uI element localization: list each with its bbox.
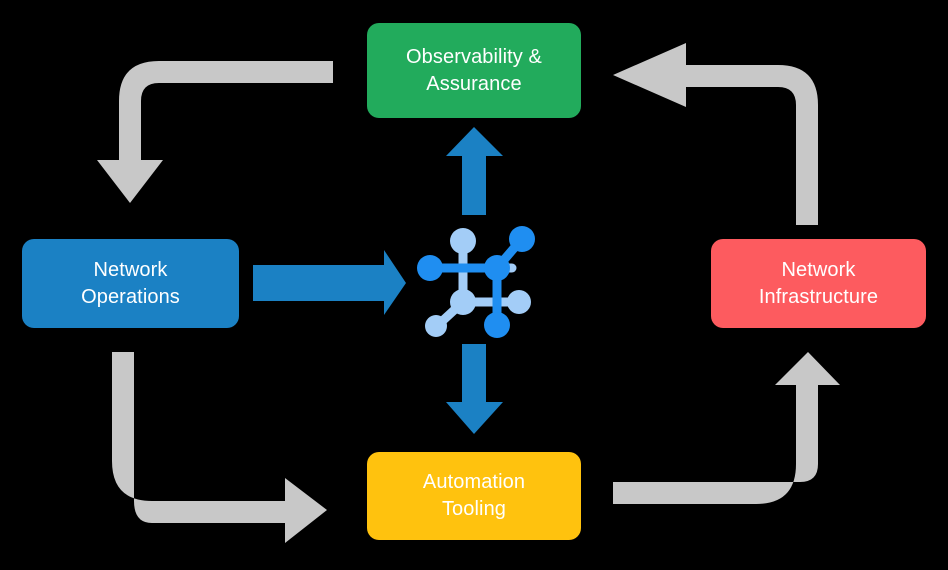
- blue-arrow-center-to-observability: [446, 127, 503, 215]
- node-observability-label-line2: Assurance: [426, 72, 522, 95]
- node-observability-label: Observability & Assurance: [406, 44, 542, 98]
- gray-arrow-operations-to-automation: [112, 352, 327, 543]
- node-observability-label-line1: Observability &: [406, 45, 542, 68]
- network-icon-primary-nodes: [417, 226, 535, 338]
- gray-arrow-observability-to-operations: [97, 61, 333, 203]
- node-automation-tooling-label-line2: Tooling: [441, 498, 507, 520]
- node-automation-tooling-label-line1: Automation: [422, 471, 526, 493]
- node-network-operations[interactable]: Network Operations: [22, 239, 239, 328]
- network-icon-secondary-nodes: [425, 228, 531, 337]
- node-network-infrastructure-label-line2: Infrastructure: [758, 285, 879, 308]
- network-icon-primary-edges: [426, 235, 526, 330]
- node-network-infrastructure-label: Network Infrastructure: [759, 257, 878, 311]
- node-network-infrastructure[interactable]: Network Infrastructure: [711, 239, 926, 328]
- node-automation-tooling[interactable]: Automation Tooling: [367, 452, 581, 540]
- node-automation-tooling-label: Automation Tooling: [423, 469, 525, 523]
- node-network-operations-label-line2: Operations: [81, 285, 180, 308]
- gray-arrow-automation-to-infrastructure: [613, 352, 840, 504]
- gray-arrow-infrastructure-to-observability: [613, 43, 818, 225]
- node-network-operations-label: Network Operations: [81, 257, 180, 311]
- network-topology-icon: [417, 226, 535, 338]
- blue-arrow-operations-to-center: [253, 250, 406, 315]
- blue-arrow-center-to-automation: [446, 344, 503, 434]
- node-network-operations-label-line1: Network: [93, 258, 168, 281]
- node-observability-assurance[interactable]: Observability & Assurance: [367, 23, 581, 118]
- node-network-infrastructure-label-line1: Network: [781, 258, 856, 281]
